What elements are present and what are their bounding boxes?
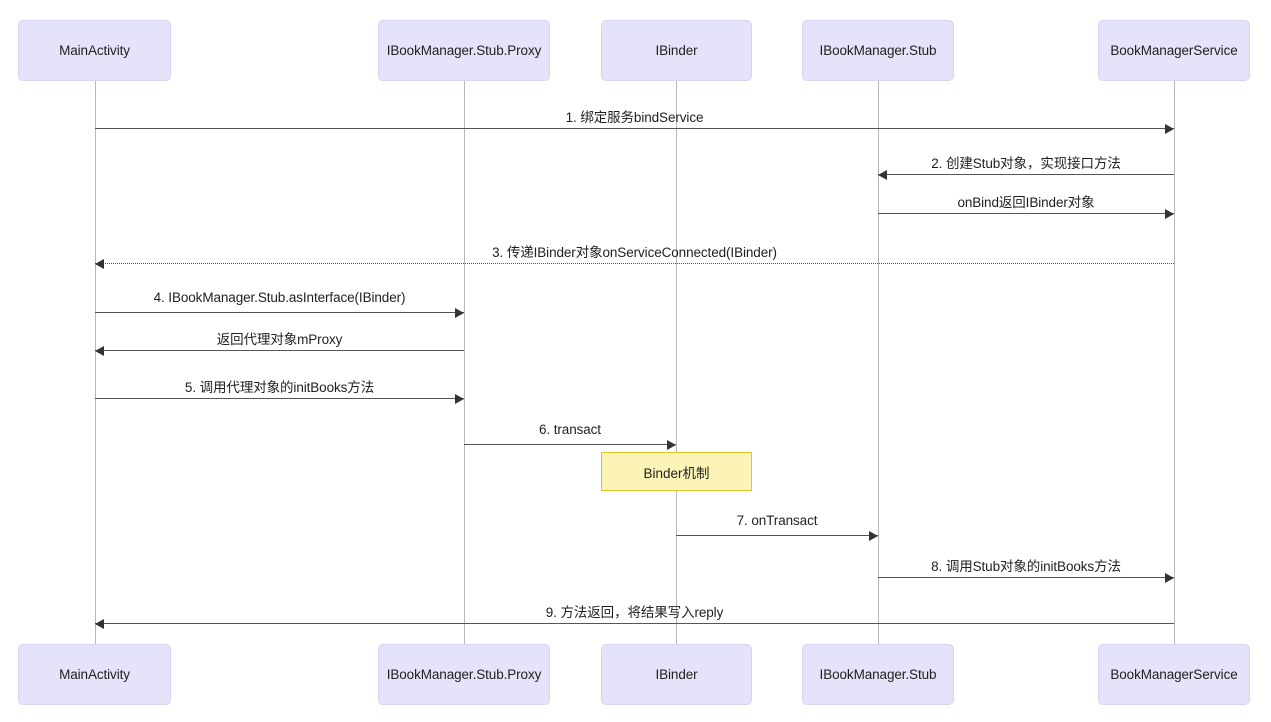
lifeline-stub-proxy — [464, 81, 465, 644]
message-arrowhead-2 — [878, 170, 887, 180]
participant-label: IBookManager.Stub.Proxy — [386, 667, 542, 682]
message-arrowhead-8 — [667, 440, 676, 450]
message-label-5: 4. IBookManager.Stub.asInterface(IBinder… — [153, 290, 406, 305]
message-arrowhead-5 — [455, 308, 464, 318]
message-line-11 — [95, 623, 1174, 624]
message-arrowhead-7 — [455, 394, 464, 404]
message-line-5 — [95, 312, 464, 313]
lifeline-book-manager-service — [1174, 81, 1175, 644]
message-line-10 — [878, 577, 1174, 578]
participant-footer-stub-proxy[interactable]: IBookManager.Stub.Proxy — [378, 644, 550, 705]
participant-footer-ibookmanager-stub[interactable]: IBookManager.Stub — [802, 644, 954, 705]
participant-label: IBookManager.Stub — [819, 667, 937, 682]
participant-label: IBinder — [655, 667, 698, 682]
participant-label: MainActivity — [59, 43, 130, 58]
message-label-7: 5. 调用代理对象的initBooks方法 — [184, 380, 375, 395]
participant-header-book-manager-service[interactable]: BookManagerService — [1098, 20, 1250, 81]
lifeline-main-activity — [95, 81, 96, 644]
message-line-6 — [95, 350, 464, 351]
participant-header-ibinder[interactable]: IBinder — [601, 20, 752, 81]
message-label-2: 2. 创建Stub对象，实现接口方法 — [931, 156, 1121, 171]
message-arrowhead-4 — [95, 259, 104, 269]
participant-label: IBinder — [655, 43, 698, 58]
message-arrowhead-9 — [869, 531, 878, 541]
message-label-11: 9. 方法返回，将结果写入reply — [545, 605, 724, 620]
message-label-1: 1. 绑定服务bindService — [565, 110, 704, 125]
message-arrowhead-1 — [1165, 124, 1174, 134]
note-label: Binder机制 — [643, 465, 710, 481]
participant-label: IBookManager.Stub — [819, 43, 937, 58]
participant-header-ibookmanager-stub[interactable]: IBookManager.Stub — [802, 20, 954, 81]
message-label-9: 7. onTransact — [736, 513, 818, 528]
participant-header-stub-proxy[interactable]: IBookManager.Stub.Proxy — [378, 20, 550, 81]
participant-footer-ibinder[interactable]: IBinder — [601, 644, 752, 705]
message-line-9 — [676, 535, 878, 536]
lifeline-ibinder — [676, 81, 677, 644]
message-label-4: 3. 传递IBinder对象onServiceConnected(IBinder… — [492, 245, 777, 260]
participant-label: MainActivity — [59, 667, 130, 682]
message-label-8: 6. transact — [539, 422, 601, 437]
message-arrowhead-10 — [1165, 573, 1174, 583]
message-line-7 — [95, 398, 464, 399]
message-label-10: 8. 调用Stub对象的initBooks方法 — [931, 559, 1121, 574]
message-line-3 — [878, 213, 1174, 214]
message-line-1 — [95, 128, 1174, 129]
participant-label: BookManagerService — [1110, 43, 1238, 58]
participant-footer-book-manager-service[interactable]: BookManagerService — [1098, 644, 1250, 705]
message-label-3: onBind返回IBinder对象 — [957, 195, 1095, 210]
participant-label: BookManagerService — [1110, 667, 1238, 682]
message-arrowhead-6 — [95, 346, 104, 356]
message-line-2 — [878, 174, 1174, 175]
participant-footer-main-activity[interactable]: MainActivity — [18, 644, 171, 705]
message-arrowhead-3 — [1165, 209, 1174, 219]
lifeline-ibookmanager-stub — [878, 81, 879, 644]
message-line-8 — [464, 444, 676, 445]
message-line-4 — [95, 263, 1174, 264]
message-arrowhead-11 — [95, 619, 104, 629]
message-label-6: 返回代理对象mProxy — [216, 332, 343, 347]
participant-header-main-activity[interactable]: MainActivity — [18, 20, 171, 81]
participant-label: IBookManager.Stub.Proxy — [386, 43, 542, 58]
binder-mechanism-note: Binder机制 — [601, 452, 752, 491]
